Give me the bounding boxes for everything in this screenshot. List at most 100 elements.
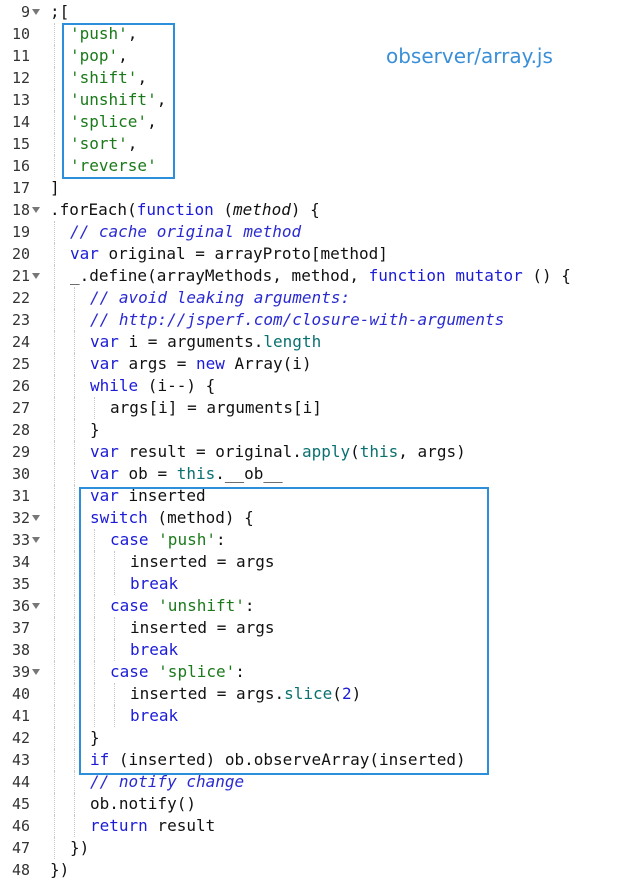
- indent-guide: [54, 23, 55, 45]
- indent-guide: [54, 309, 55, 331]
- code-text: break: [130, 705, 178, 727]
- code-line: 15'sort',: [0, 133, 633, 155]
- indent-guide: [74, 397, 75, 419]
- indent-guide: [54, 727, 55, 749]
- code-line: 48}): [0, 859, 633, 881]
- code-token: result = original.: [118, 442, 302, 461]
- fold-arrow-icon[interactable]: [32, 537, 40, 543]
- line-number: 9: [20, 3, 30, 21]
- indent-guide: [54, 529, 55, 551]
- code-line: 35 break: [0, 573, 633, 595]
- code-token: ,: [127, 134, 138, 153]
- code-text: 'splice',: [70, 111, 157, 133]
- code-line: 9 ;[: [0, 1, 633, 23]
- indent-guide: [54, 243, 55, 265]
- indent-guide: [74, 331, 75, 353]
- fold-arrow-icon[interactable]: [32, 669, 40, 675]
- code-token: .forEach(: [50, 200, 137, 219]
- code-text: inserted = args.slice(2): [130, 683, 361, 705]
- indent-guide: [114, 639, 115, 661]
- code-token: break: [130, 574, 179, 593]
- code-token: .__ob__: [215, 464, 283, 483]
- code-text: 'shift',: [70, 67, 147, 89]
- code-token: (i--) {: [138, 376, 216, 395]
- code-token: }): [50, 860, 70, 879]
- indent-guide: [74, 485, 75, 507]
- code-token: 'unshift': [70, 90, 157, 109]
- code-token: ob =: [118, 464, 177, 483]
- code-token: ,: [156, 90, 167, 109]
- code-token: case: [110, 596, 149, 615]
- line-number: 43: [11, 751, 30, 769]
- code-text: 'push',: [70, 23, 137, 45]
- code-token: function: [136, 200, 214, 219]
- indent-guide: [74, 309, 75, 331]
- fold-arrow-icon[interactable]: [32, 515, 40, 521]
- indent-guide: [54, 639, 55, 661]
- indent-guide: [74, 793, 75, 815]
- line-number: 40: [11, 685, 30, 703]
- code-token: ;[: [50, 2, 70, 21]
- code-token: slice: [284, 684, 333, 703]
- indent-guide: [54, 89, 55, 111]
- indent-guide: [54, 485, 55, 507]
- line-number: 29: [11, 443, 30, 461]
- code-text: if (inserted) ob.observeArray(inserted): [90, 749, 466, 771]
- code-token: result: [147, 816, 216, 835]
- code-token: () {: [522, 266, 571, 285]
- indent-guide: [54, 507, 55, 529]
- code-line: 11'pop',: [0, 45, 633, 67]
- indent-guide: [74, 661, 75, 683]
- code-line: 17]: [0, 177, 633, 199]
- code-text: // notify change: [90, 771, 244, 793]
- line-number: 39: [11, 663, 30, 681]
- indent-guide: [54, 683, 55, 705]
- line-number: 35: [11, 575, 30, 593]
- indent-guide: [54, 551, 55, 573]
- code-text: inserted = args: [130, 551, 275, 573]
- code-line: 18.forEach(function (method) {: [0, 199, 633, 221]
- code-token: :: [244, 596, 255, 615]
- fold-arrow-icon[interactable]: [32, 207, 40, 213]
- code-token: }): [70, 838, 90, 857]
- code-token: 'splice': [70, 112, 148, 131]
- fold-arrow-icon[interactable]: [32, 9, 40, 15]
- line-number: 41: [11, 707, 30, 725]
- indent-guide: [54, 133, 55, 155]
- code-line: 12'shift',: [0, 67, 633, 89]
- line-number: 23: [11, 311, 30, 329]
- indent-guide: [74, 441, 75, 463]
- indent-guide: [54, 815, 55, 837]
- code-token: 'reverse': [70, 156, 157, 175]
- indent-guide: [54, 221, 55, 243]
- code-token: if: [90, 750, 110, 769]
- line-number: 36: [11, 597, 30, 615]
- code-token: apply: [301, 442, 351, 461]
- code-line: 40 inserted = args.slice(2): [0, 683, 633, 705]
- line-number: 37: [11, 619, 30, 637]
- fold-arrow-icon[interactable]: [32, 273, 40, 279]
- code-text: 'pop',: [70, 45, 128, 67]
- code-text: // http://jsperf.com/closure-with-argume…: [90, 309, 504, 331]
- indent-guide: [54, 111, 55, 133]
- code-text: }): [70, 837, 89, 859]
- code-token: 'shift': [70, 68, 138, 87]
- line-number: 13: [11, 91, 30, 109]
- code-token: this: [176, 464, 216, 483]
- code-text: ]: [50, 177, 60, 199]
- line-number: 47: [11, 839, 30, 857]
- fold-arrow-icon[interactable]: [32, 603, 40, 609]
- code-token: switch: [90, 508, 148, 527]
- indent-guide: [74, 815, 75, 837]
- code-token: var: [90, 442, 119, 461]
- code-text: }): [50, 859, 69, 881]
- line-number: 28: [11, 421, 30, 439]
- indent-guide: [94, 573, 95, 595]
